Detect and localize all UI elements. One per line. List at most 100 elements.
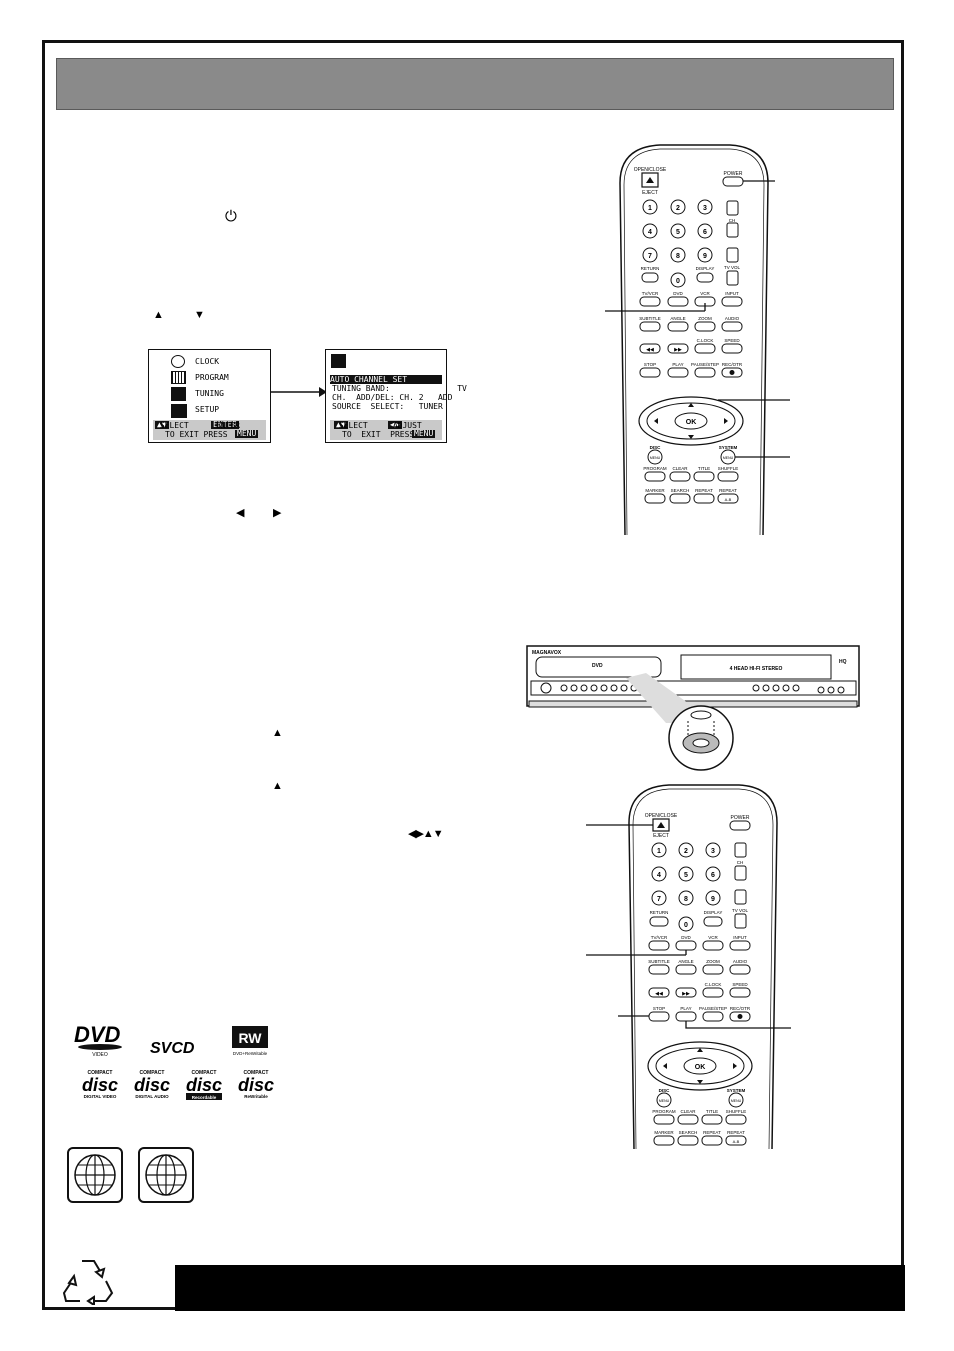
digit-3-button[interactable] (697, 199, 713, 215)
digit-5-button-2[interactable] (678, 866, 694, 882)
tv-vcr-button-2[interactable] (648, 940, 670, 951)
power-button[interactable] (722, 176, 744, 187)
digit-7-button[interactable] (642, 247, 658, 263)
digit-2-button-2[interactable] (678, 842, 694, 858)
title-button-2[interactable] (701, 1114, 723, 1125)
ch-up-button[interactable] (726, 200, 739, 216)
title-label-2: TITLE (706, 1109, 718, 1114)
clear-button-2[interactable] (677, 1114, 699, 1125)
skip-forward-button-2[interactable] (675, 987, 697, 998)
digit-4-button[interactable] (642, 223, 658, 239)
digit-9-button-2[interactable] (705, 890, 721, 906)
audio-button-2[interactable] (729, 964, 751, 975)
speed-button-2[interactable] (729, 987, 751, 998)
vcr-label-2: VCR (708, 935, 718, 940)
ok-button-2[interactable] (683, 1057, 717, 1075)
input-button[interactable] (721, 296, 743, 307)
digit-6-button[interactable] (697, 223, 713, 239)
digit-2-r2: 2 (684, 848, 688, 855)
digit-5-button[interactable] (670, 223, 686, 239)
ch-down-button[interactable] (726, 222, 739, 238)
clock-button[interactable] (694, 343, 716, 354)
dvd-button-2[interactable] (675, 940, 697, 951)
system-menu-button-2[interactable] (728, 1092, 744, 1108)
tv-vcr-button[interactable] (639, 296, 661, 307)
vol-down-button[interactable] (726, 270, 739, 286)
digit-9-button[interactable] (697, 247, 713, 263)
digit-4-button-2[interactable] (651, 866, 667, 882)
play-button-2[interactable] (675, 1011, 697, 1022)
clock-button-2[interactable] (702, 987, 724, 998)
skip-forward-button[interactable] (667, 343, 689, 354)
shuffle-button[interactable] (717, 471, 739, 482)
program-button[interactable] (644, 471, 666, 482)
record-icon (729, 370, 735, 375)
osd-main-footer: ▲▼ SELECT ENTER ENTER TO EXIT PRESS MENU (153, 420, 266, 440)
system-menu-label: MENU (723, 456, 734, 460)
vol-up-button-2[interactable] (734, 889, 747, 905)
marker-button[interactable] (644, 493, 666, 504)
return-label: RETURN (641, 266, 660, 271)
disc-menu-button-2[interactable] (656, 1092, 672, 1108)
stop-button[interactable] (639, 367, 661, 378)
digit-1-button-2[interactable] (651, 842, 667, 858)
title-button[interactable] (693, 471, 715, 482)
search-button-2[interactable] (677, 1135, 699, 1146)
return-button-2[interactable] (649, 916, 669, 927)
repeat-ab-button[interactable] (717, 493, 739, 504)
digit-6-button-2[interactable] (705, 866, 721, 882)
search-button[interactable] (669, 493, 691, 504)
zoom-button[interactable] (694, 321, 716, 332)
speed-button[interactable] (721, 343, 743, 354)
digit-8-button[interactable] (670, 247, 686, 263)
program-button-2[interactable] (653, 1114, 675, 1125)
tuning-icon (171, 387, 186, 401)
angle-button-2[interactable] (675, 964, 697, 975)
angle-button[interactable] (667, 321, 689, 332)
digit-6-r2: 6 (711, 872, 715, 879)
updown-tag: ▲▼ (155, 420, 169, 429)
repeat-button[interactable] (693, 493, 715, 504)
power-button-2[interactable] (729, 820, 751, 831)
digit-8-button-2[interactable] (678, 890, 694, 906)
repeat-button-2[interactable] (701, 1135, 723, 1146)
ab-label-2: A-B (733, 1139, 740, 1144)
skip-back-icon: ◀◀ (646, 347, 654, 353)
zoom-button-2[interactable] (702, 964, 724, 975)
digit-1-button[interactable] (642, 199, 658, 215)
audio-button[interactable] (721, 321, 743, 332)
clear-button[interactable] (669, 471, 691, 482)
ch-up-button-2[interactable] (734, 842, 747, 858)
digit-7-button-2[interactable] (651, 890, 667, 906)
dvd-button[interactable] (667, 296, 689, 307)
digit-3-button-2[interactable] (705, 842, 721, 858)
skip-back-button[interactable] (639, 343, 661, 354)
subtitle-button-2[interactable] (648, 964, 670, 975)
repeat-ab-button-2[interactable] (725, 1135, 747, 1146)
subtitle-button[interactable] (639, 321, 661, 332)
nav-down-icon-2 (697, 1080, 703, 1084)
digit-0-button-2[interactable] (678, 916, 694, 932)
pause-step-button-2[interactable] (702, 1011, 724, 1022)
stop-button-2[interactable] (648, 1011, 670, 1022)
display-button[interactable] (696, 272, 714, 283)
vcr-button-2[interactable] (702, 940, 724, 951)
digit-0-button[interactable] (670, 272, 686, 288)
ok-button[interactable] (674, 412, 708, 430)
display-button-2[interactable] (703, 916, 723, 927)
down-arrow-icon: ▼ (194, 309, 205, 321)
vol-down-button-2[interactable] (734, 913, 747, 929)
ch-down-button-2[interactable] (734, 865, 747, 881)
clear-label-2: CLEAR (680, 1109, 696, 1114)
return-button[interactable] (641, 272, 659, 283)
digit-2-button[interactable] (670, 199, 686, 215)
vol-up-button[interactable] (726, 247, 739, 263)
input-button-2[interactable] (729, 940, 751, 951)
pause-step-button[interactable] (694, 367, 716, 378)
marker-button-2[interactable] (653, 1135, 675, 1146)
shuffle-button-2[interactable] (725, 1114, 747, 1125)
disc-menu-button[interactable] (647, 449, 663, 465)
play-button[interactable] (667, 367, 689, 378)
digit-8-r2: 8 (684, 896, 688, 903)
skip-back-button-2[interactable] (648, 987, 670, 998)
